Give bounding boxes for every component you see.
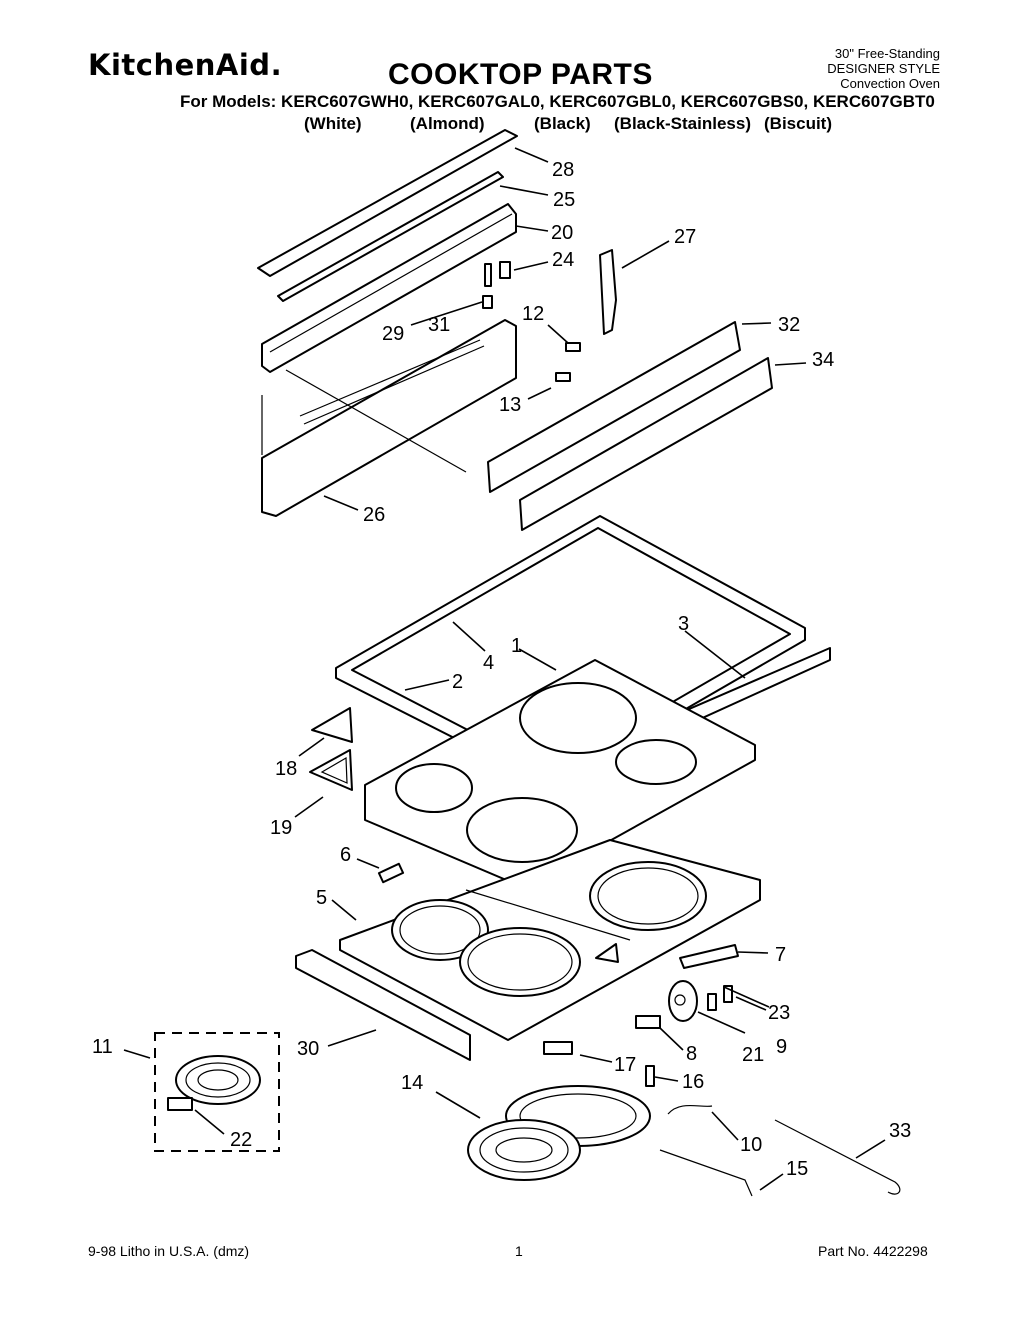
part-number: Part No. 4422298	[818, 1243, 928, 1259]
part-29-pin	[484, 263, 492, 287]
callout-12: 12	[522, 303, 544, 325]
glass-burner-large	[519, 682, 637, 754]
callout-20: 20	[551, 222, 573, 244]
glass-burner-front	[466, 797, 578, 863]
callout-19: 19	[270, 817, 292, 839]
callout-28: 28	[552, 159, 574, 181]
part-13-screw	[555, 372, 571, 382]
callout-13: 13	[499, 394, 521, 416]
part-22-terminal	[167, 1097, 193, 1111]
callout-26: 26	[363, 504, 385, 526]
models-line: For Models: KERC607GWH0, KERC607GAL0, KE…	[180, 92, 935, 111]
callout-30: 30	[297, 1038, 319, 1060]
page-title: COOKTOP PARTS	[388, 58, 653, 91]
model-type-line-3: Convection Oven	[840, 76, 940, 91]
part-1-glass-top	[364, 659, 756, 889]
callout-33: 33	[889, 1120, 911, 1142]
box-indicator	[595, 943, 619, 963]
callout-17: 17	[614, 1054, 636, 1076]
callout-11: 11	[92, 1036, 113, 1058]
callout-8: 8	[686, 1043, 697, 1065]
callout-5: 5	[316, 887, 327, 909]
print-note: 9-98 Litho in U.S.A. (dmz)	[88, 1243, 250, 1259]
part-26-back-panel	[261, 319, 517, 517]
model-type-line-1: 30" Free-Standing	[834, 46, 940, 61]
part-27-bracket	[599, 249, 617, 335]
callout-18: 18	[275, 758, 297, 780]
callout-16: 16	[682, 1071, 704, 1093]
part-8-clip	[635, 1015, 661, 1029]
callout-22: 22	[230, 1129, 252, 1151]
callout-6: 6	[340, 844, 351, 866]
part-25-rod	[277, 171, 504, 302]
glass-burner-left	[395, 763, 473, 813]
part-7-bracket	[679, 944, 739, 969]
part-10-harness	[667, 1104, 713, 1115]
callout-27: 27	[674, 226, 696, 248]
part-14-element-front	[467, 1119, 581, 1181]
variant-black-stainless: (Black-Stainless)	[614, 114, 751, 133]
part-34-strip	[519, 357, 773, 531]
variant-almond: (Almond)	[410, 114, 485, 133]
callout-1: 1	[511, 635, 522, 657]
callout-3: 3	[678, 613, 689, 635]
variant-white: (White)	[304, 114, 362, 133]
part-16-screw	[645, 1065, 655, 1087]
part-21-switch	[668, 980, 698, 1022]
model-type-line-2: DESIGNER STYLE	[827, 61, 940, 76]
leader-arrows	[123, 147, 886, 1191]
part-9-screw	[707, 993, 717, 1011]
callout-25: 25	[553, 189, 575, 211]
callout-labels: 28 25 20 27 24 12 32 34 29 31 13 26 3 1 …	[92, 159, 911, 1180]
callout-23: 23	[768, 1002, 790, 1024]
callout-15: 15	[786, 1158, 808, 1180]
part-32-strip	[487, 321, 741, 493]
part-6-clip	[377, 862, 405, 884]
page-number: 1	[515, 1243, 523, 1259]
variant-black: (Black)	[534, 114, 591, 133]
callout-7: 7	[775, 944, 786, 966]
box-element-front	[459, 927, 581, 997]
callout-9: 9	[776, 1036, 787, 1058]
part-12-screw	[565, 342, 581, 352]
part-11-element	[175, 1055, 261, 1105]
callout-34: 34	[812, 349, 834, 371]
part-17-clip	[543, 1041, 573, 1055]
callout-32: 32	[778, 314, 800, 336]
callout-31: 31	[428, 314, 450, 336]
part-30-front-rail	[295, 949, 471, 1061]
callout-14: 14	[401, 1072, 423, 1094]
part-33-wire	[774, 1119, 901, 1195]
part-23-screw	[723, 985, 733, 1003]
callout-4: 4	[483, 652, 494, 674]
variant-biscuit: (Biscuit)	[764, 114, 832, 133]
box-element-right	[589, 861, 707, 931]
part-31-spacer	[482, 295, 493, 309]
part-28-trim	[257, 129, 518, 277]
part-19-triangle-frame	[309, 749, 353, 791]
brand-logo: KitchenAid.	[88, 48, 283, 82]
callout-10: 10	[740, 1134, 762, 1156]
box-element-left	[391, 899, 489, 961]
part-24-clip	[499, 261, 511, 279]
inset-box	[154, 1032, 280, 1152]
callout-24: 24	[552, 249, 574, 271]
glass-burner-right	[615, 739, 697, 785]
model-type-note: 30" Free-Standing DESIGNER STYLE Convect…	[827, 46, 940, 91]
callout-2: 2	[452, 671, 463, 693]
part-15-wire	[659, 1149, 753, 1197]
part-18-triangle-insert	[311, 707, 353, 743]
part-20-channel	[261, 203, 517, 373]
callout-29: 29	[382, 323, 404, 345]
callout-21: 21	[742, 1044, 764, 1066]
